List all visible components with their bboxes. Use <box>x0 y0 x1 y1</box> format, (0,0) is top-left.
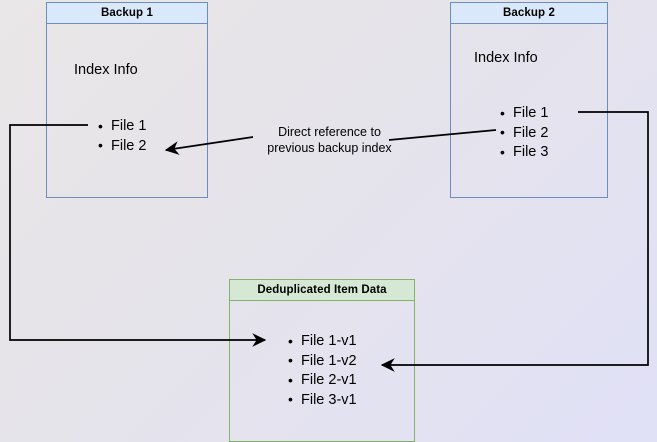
annotation-line-1: Direct reference to <box>278 125 381 139</box>
list-item: File 2 <box>98 136 147 157</box>
dedup-header: Deduplicated Item Data <box>229 279 415 301</box>
backup1-header: Backup 1 <box>46 2 208 24</box>
annotation-line-2: previous backup index <box>267 141 392 155</box>
backup2-header-label: Backup 2 <box>503 7 555 19</box>
dedup-item-list: File 1-v1 File 1-v2 File 2-v1 File 3-v1 <box>285 332 357 410</box>
backup2-index-info-label: Index Info <box>474 50 538 66</box>
dedup-header-label: Deduplicated Item Data <box>257 284 387 296</box>
backup2-file-list: File 1 File 2 File 3 <box>497 104 549 163</box>
list-item: File 1-v1 <box>288 332 357 352</box>
backup1-body <box>46 23 208 198</box>
direct-reference-annotation: Direct reference to previous backup inde… <box>252 124 407 156</box>
list-item: File 3-v1 <box>288 390 357 411</box>
backup1-header-label: Backup 1 <box>101 7 153 19</box>
list-item: File 1 <box>500 104 549 124</box>
list-item: File 2-v1 <box>288 371 357 391</box>
list-item: File 3 <box>500 143 549 163</box>
list-item: File 1-v2 <box>288 351 357 372</box>
backup2-header: Backup 2 <box>450 2 608 24</box>
list-item: File 2 <box>500 123 549 144</box>
backup1-index-info-label: Index Info <box>74 62 138 78</box>
list-item: File 1 <box>98 117 147 137</box>
backup1-file-list: File 1 File 2 <box>95 117 147 157</box>
